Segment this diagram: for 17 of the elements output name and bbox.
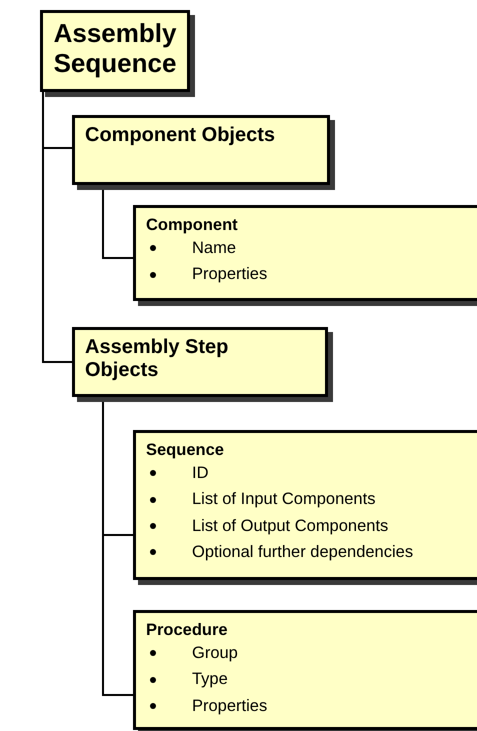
box-heading: Procedure: [146, 621, 229, 640]
bullet-item: Type: [192, 669, 228, 690]
bullet-item: List of Input Components: [192, 489, 376, 510]
bullet-item: Name: [192, 238, 236, 259]
object-box: [133, 610, 477, 730]
connector-line: [42, 92, 72, 363]
bullet-item: ID: [192, 462, 208, 484]
bullet-item: Properties: [192, 696, 268, 717]
bullet-item: List of Output Components: [192, 516, 388, 537]
box-heading: Assembly Step Objects: [85, 336, 230, 382]
box-heading: Assembly Sequence: [52, 19, 178, 79]
bullet-item: Properties: [192, 264, 268, 286]
box-heading: Component: [146, 216, 239, 235]
box-heading: Component Objects: [85, 124, 275, 147]
bullet-item: Optional further dependencies: [192, 542, 414, 564]
bullet-item: Group: [192, 642, 238, 664]
box-heading: Sequence: [146, 441, 225, 460]
